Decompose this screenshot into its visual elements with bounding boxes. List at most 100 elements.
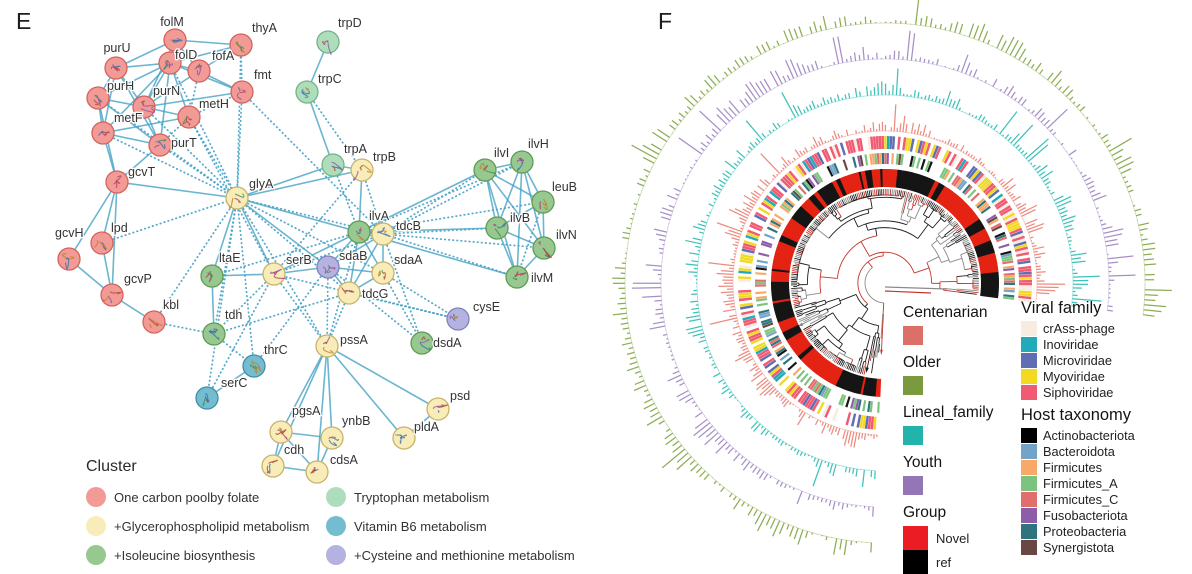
tree-arc (917, 204, 923, 207)
bar-Lineal_family (753, 423, 761, 432)
bar-Lineal_family (1023, 152, 1028, 157)
tile-viral (771, 367, 783, 378)
bar-Centenarian (933, 137, 936, 140)
bar-Centenarian (728, 297, 734, 299)
bar-Older (1076, 103, 1081, 108)
protein-ribbon-icon (437, 404, 449, 408)
bar-Centenarian (893, 104, 897, 132)
network-node-gcvP (100, 283, 124, 307)
tile-host (775, 347, 786, 355)
network-edge (213, 292, 350, 335)
tree-leaf-branch (829, 353, 834, 360)
tile-host (941, 168, 949, 180)
bar-Older (1116, 156, 1132, 166)
tile-host (850, 397, 855, 409)
node-label-purH: purH (107, 79, 134, 93)
bar-Older (1135, 213, 1142, 217)
tile-viral (829, 146, 837, 160)
bar-Centenarian (922, 124, 927, 136)
tile-host (792, 190, 802, 200)
tree-leaf-branch (818, 218, 822, 223)
tree-branch (853, 218, 859, 228)
node-label-pldA: pldA (414, 420, 440, 434)
tile-host (758, 309, 770, 314)
bar-Older (793, 28, 799, 39)
bar-Lineal_family (844, 466, 848, 473)
bar-Centenarian (745, 357, 754, 364)
protein-ribbon-icon (148, 317, 159, 327)
protein-ribbon-icon (236, 41, 245, 49)
bar-Lineal_family (691, 307, 699, 311)
bar-Youth (1075, 164, 1078, 167)
tile-host (787, 361, 798, 371)
tile-viral (834, 144, 842, 158)
network-edge (280, 345, 328, 433)
network-edge (326, 345, 439, 410)
legend-swatch (903, 326, 923, 345)
tile-viral (786, 382, 798, 394)
bar-Lineal_family (832, 464, 837, 477)
tile-viral (755, 211, 768, 220)
bar-Centenarian (738, 350, 750, 357)
tile-host (761, 240, 773, 246)
bar-Lineal_family (824, 461, 827, 464)
bar-Youth (832, 37, 840, 64)
tree-leaf-branch (968, 253, 975, 256)
bar-Older (1144, 304, 1167, 308)
bar-Youth (759, 80, 768, 93)
tree-leaf-branch (803, 236, 809, 240)
bar-Older (765, 41, 771, 51)
network-edge (316, 345, 328, 473)
tree-leaf-branch (818, 216, 824, 222)
bar-Older (638, 375, 643, 378)
bar-Centenarian (836, 427, 841, 436)
tree-branch (923, 216, 928, 222)
bar-Older (704, 79, 713, 90)
tile-viral (955, 157, 965, 171)
bar-Lineal_family (685, 263, 698, 266)
tree-leaf-branch (791, 291, 798, 293)
tile-viral (786, 172, 797, 184)
protein-ribbon-icon (378, 270, 381, 277)
bar-Centenarian (723, 300, 735, 303)
tree-leaf-branch (934, 205, 939, 211)
bar-Youth (1100, 219, 1103, 222)
tree-leaf-branch (807, 228, 814, 233)
bar-Youth (699, 110, 722, 132)
tree-leaf-branch (844, 197, 849, 204)
bar-Older (651, 131, 668, 143)
bar-Youth (1105, 243, 1119, 247)
bar-Older (825, 536, 828, 541)
tile-host (996, 236, 1008, 243)
bar-Lineal_family (740, 405, 744, 408)
bar-Older (624, 337, 631, 340)
bar-Lineal_family (706, 214, 710, 217)
bar-Centenarian (824, 140, 827, 144)
tree-leaf-branch (858, 367, 861, 374)
tree-arc (838, 298, 842, 304)
tree-branch (826, 312, 834, 318)
tree-arc (930, 207, 935, 211)
bar-Youth (814, 60, 819, 70)
bar-Centenarian (743, 194, 757, 204)
tree-leaf-branch (932, 204, 937, 210)
legend-row-novel: Novel (903, 526, 1021, 550)
bar-Youth (788, 485, 791, 488)
protein-ribbon-icon (454, 316, 459, 320)
tree-leaf-branch (950, 220, 956, 226)
tree-leaf-branch (835, 202, 840, 209)
bar-Centenarian (1000, 181, 1005, 186)
bar-Older (1143, 258, 1155, 261)
protein-ribbon-icon (514, 272, 527, 278)
tree-leaf-branch (829, 206, 834, 213)
node-circle (315, 334, 339, 358)
node-label-fofA: fofA (212, 49, 235, 63)
tree-leaf-branch (795, 254, 802, 257)
bar-Lineal_family (713, 372, 721, 378)
bar-Youth (807, 493, 811, 501)
tree-branch (851, 317, 860, 328)
tile-host (926, 161, 933, 173)
ring-Centenarian (708, 104, 1066, 448)
bar-Centenarian (842, 429, 846, 440)
